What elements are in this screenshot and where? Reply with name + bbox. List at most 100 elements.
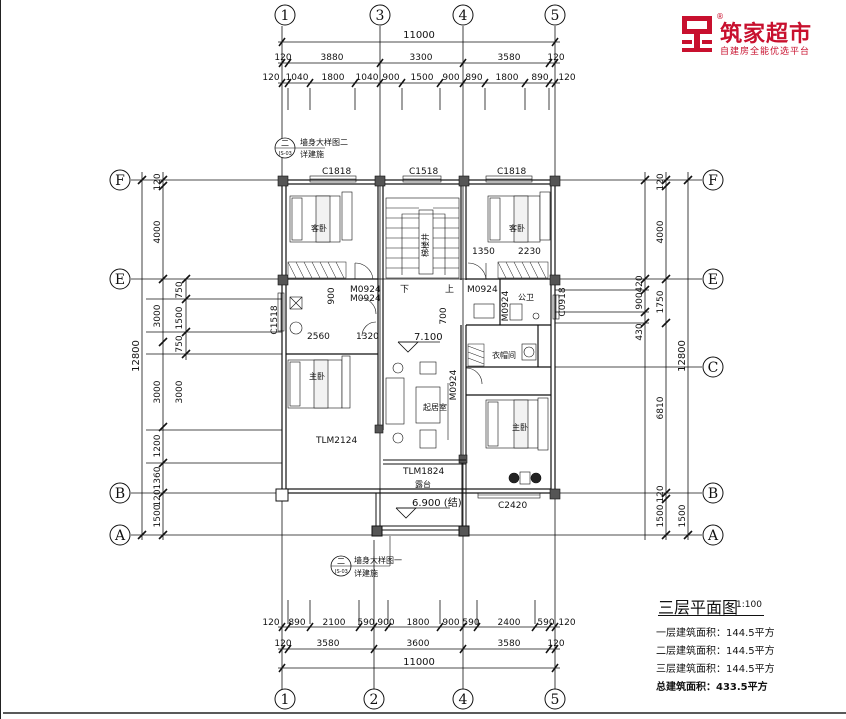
dim-label: 3600 xyxy=(407,639,430,649)
dim-label: 590 xyxy=(462,618,479,628)
stair-label: 梯楼井 xyxy=(420,233,430,257)
window-label: C1818 xyxy=(497,167,526,177)
drawing-scale: 1:100 xyxy=(736,600,762,610)
dims-right-lines xyxy=(555,172,693,540)
callout-code: JS-03 xyxy=(334,569,348,575)
dim-label: 120 xyxy=(547,53,564,63)
window-label: C0918 xyxy=(558,287,568,316)
dim-label: 120 xyxy=(262,73,279,83)
dims-right-text: 12800 120 4000 1750 6810 120 1500 420 90… xyxy=(635,173,688,527)
window-label: C1518 xyxy=(409,167,438,177)
dim-label: 1200 xyxy=(153,434,163,457)
dim-label: 120 xyxy=(656,173,666,190)
dim-label: 750 xyxy=(175,335,185,352)
dim-label: 420 xyxy=(635,275,645,292)
dim-label: 1800 xyxy=(496,73,519,83)
room-label-master: 主卧 xyxy=(512,422,528,432)
dim-label: 3300 xyxy=(410,53,433,63)
dim-label: 3000 xyxy=(175,380,185,403)
door-label: TLM1824 xyxy=(402,467,444,477)
room-label-master: 主卧 xyxy=(309,371,325,381)
dim-label: 12800 xyxy=(677,340,688,372)
dim-label: 590 xyxy=(357,618,374,628)
dim-label: 1500 xyxy=(678,504,688,527)
dim-label: 900 xyxy=(327,287,337,304)
door-label: M0924 xyxy=(350,294,381,304)
room-label-wc: 公卫 xyxy=(518,293,534,302)
dim-label: 1040 xyxy=(356,73,379,83)
dim-label: 750 xyxy=(175,281,185,298)
axis-label: 1 xyxy=(281,8,290,24)
room-label-guest: 客卧 xyxy=(509,223,525,233)
living-furniture xyxy=(385,361,449,449)
dim-label: 4000 xyxy=(153,220,163,243)
axis-label: 3 xyxy=(376,8,385,24)
stair xyxy=(385,197,460,279)
room-labels: 客卧 客卧 主卧 主卧 起居室 露台 公卫 衣帽间 xyxy=(309,223,534,489)
dim-label: 120 xyxy=(558,618,575,628)
dim-label: 11000 xyxy=(403,657,435,668)
window-label: C1818 xyxy=(322,167,351,177)
doors xyxy=(354,262,487,385)
dims-top-text: 11000 120 3880 3300 3580 120 120 1040 18… xyxy=(262,30,575,83)
dim-label: 900 xyxy=(442,618,459,628)
callout-code: JS-03 xyxy=(278,151,292,157)
dim-label: 1800 xyxy=(322,73,345,83)
dim-label: 900 xyxy=(635,292,645,309)
dim-label: 120 xyxy=(153,173,163,190)
axis-bubbles-bottom: 1 2 4 5 xyxy=(274,688,566,710)
axis-label: E xyxy=(115,272,125,288)
dim-label: 1500 xyxy=(175,306,185,329)
callout-title: 墙身大样图二 xyxy=(300,137,348,147)
area-total-row: 总建筑面积：433.5平方 xyxy=(656,682,768,693)
elevation-marks xyxy=(395,341,450,519)
dim-label: 4000 xyxy=(656,220,666,243)
dim-label: 120 xyxy=(558,73,575,83)
area-row: 二层建筑面积：144.5平方 xyxy=(656,646,775,657)
axis-label: 2 xyxy=(370,692,379,708)
callout-sub: 详建施 xyxy=(354,568,378,578)
grid-lines xyxy=(131,26,702,690)
dim-label: 700 xyxy=(439,307,449,324)
callout-wall-detail-2: 二 JS-03 墙身大样图二 详建施 xyxy=(274,137,348,159)
dim-label: 3580 xyxy=(498,639,521,649)
axis-bubbles-top: 1 3 4 5 xyxy=(274,4,566,26)
terrace xyxy=(275,430,470,537)
dim-label: 3580 xyxy=(498,53,521,63)
callout-sub: 详建施 xyxy=(300,149,324,159)
axis-label: 5 xyxy=(551,8,560,24)
room-label-cloak: 衣帽间 xyxy=(492,350,516,360)
stair-up-label: 上 xyxy=(445,284,454,295)
dim-label: 3580 xyxy=(317,639,340,649)
dim-label: 120 xyxy=(274,53,291,63)
logo-slogan: 自建房全能优选平台 xyxy=(720,47,811,57)
callout-wall-detail-1: 二 JS-03 墙身大样图一 详建施 xyxy=(330,536,402,578)
axis-label: F xyxy=(115,173,125,189)
room-label-guest: 客卧 xyxy=(311,223,327,233)
brand-logo: ® 筑家超市 自建房全能优选平台 xyxy=(680,12,840,60)
door-label: M0924 xyxy=(449,369,459,400)
window-label: C1518 xyxy=(270,305,280,334)
dim-label: 2560 xyxy=(307,332,330,342)
dim-label: 120 xyxy=(274,639,291,649)
dim-label: 900 xyxy=(442,73,459,83)
dim-label: 1500 xyxy=(656,504,666,527)
dim-label: 6810 xyxy=(656,396,666,419)
dim-label: 890 xyxy=(288,618,305,628)
dim-label: 1350 xyxy=(472,247,495,257)
axis-label: B xyxy=(115,486,125,502)
drawing-title-block: 三层平面图 1:100 一层建筑面积：144.5平方 二层建筑面积：144.5平… xyxy=(652,590,822,700)
dims-top-lines xyxy=(278,37,560,110)
callout-num: 二 xyxy=(281,139,289,148)
logo-mark-icon xyxy=(682,16,712,52)
stair-down-label: 下 xyxy=(400,285,409,295)
dim-label: 3000 xyxy=(153,304,163,327)
dim-label: 1500 xyxy=(411,73,434,83)
dim-label: 1750 xyxy=(656,290,666,313)
dim-label: 890 xyxy=(531,73,548,83)
beds xyxy=(287,191,551,451)
axis-label: C xyxy=(708,360,719,376)
dims-bottom-text: 120 890 2100 590 900 1800 900 590 2400 5… xyxy=(262,618,575,668)
dim-label: 1360 xyxy=(153,466,163,489)
